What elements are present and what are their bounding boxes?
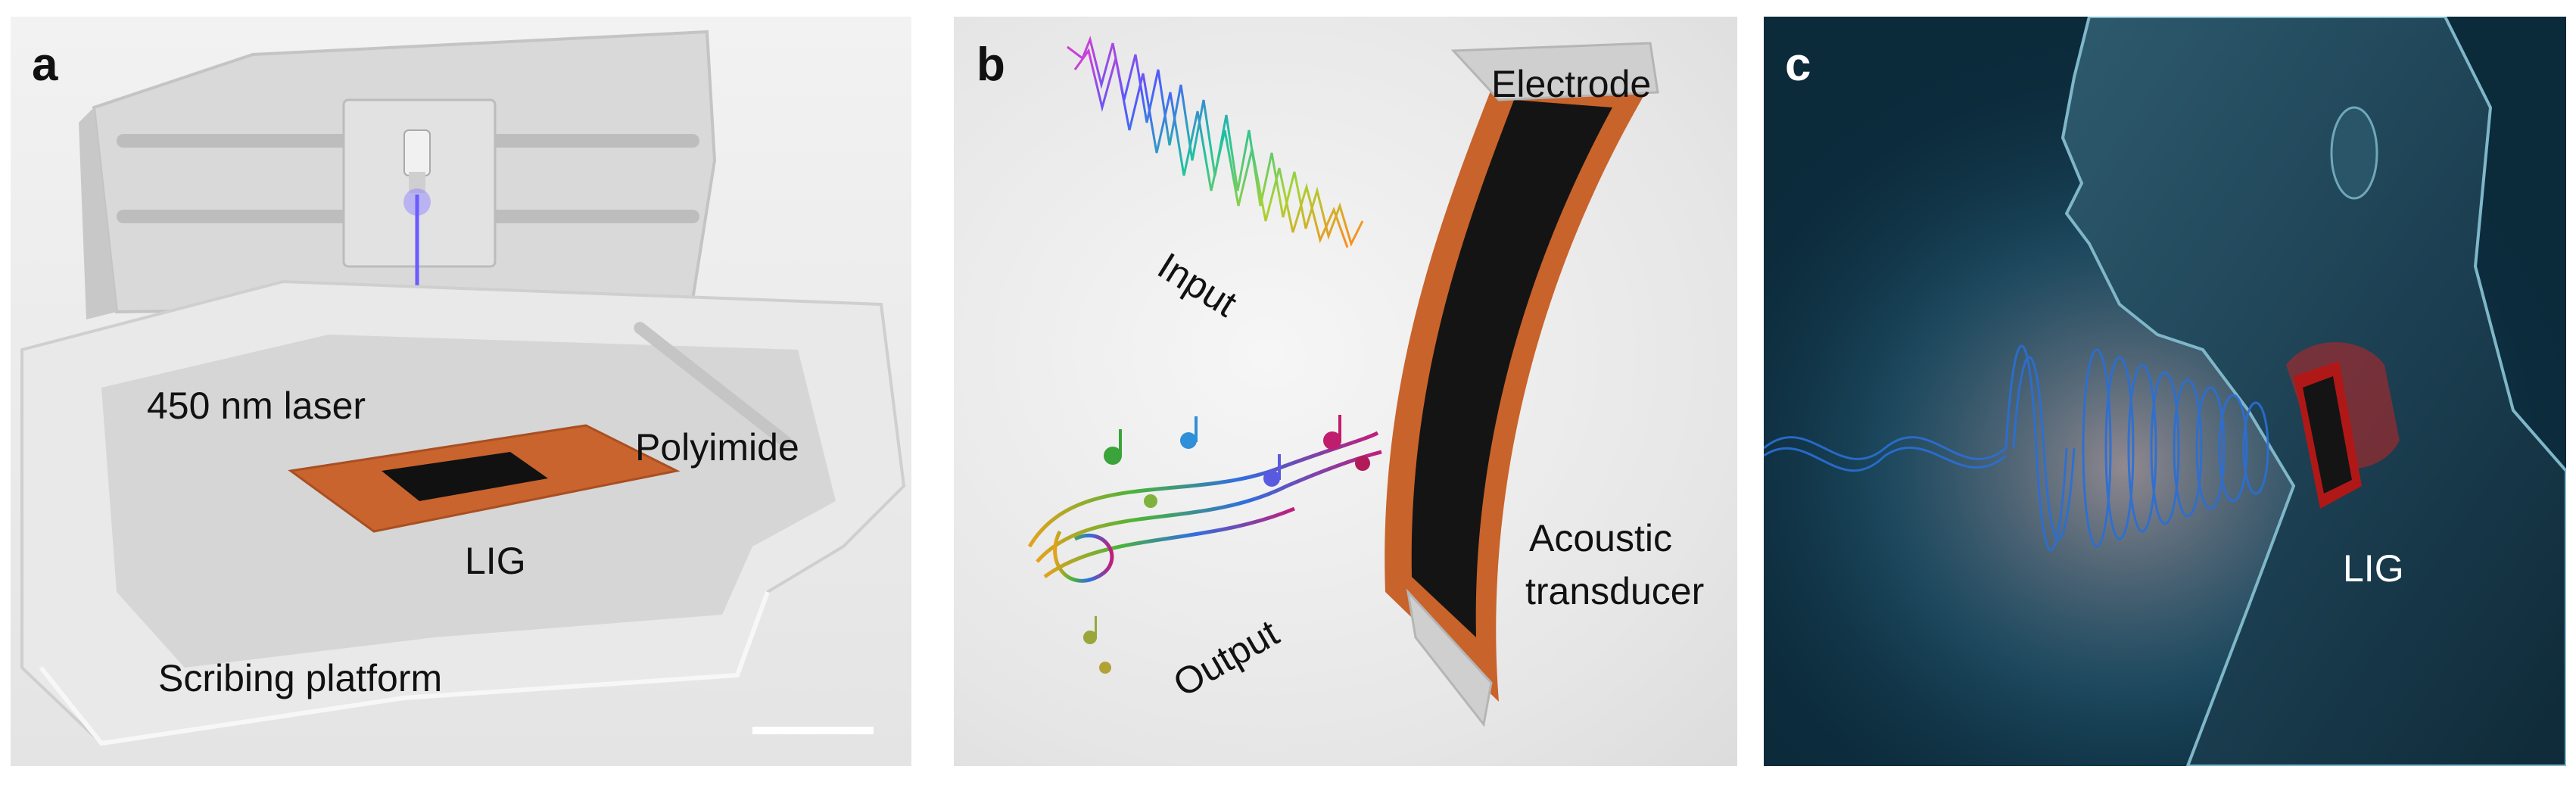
label-lig: LIG: [465, 540, 526, 582]
label-450nm-laser: 450 nm laser: [147, 385, 366, 427]
transducer-lig-layer: [1411, 100, 1612, 637]
device-lig-element: [2303, 376, 2352, 494]
panel-letter-a: a: [32, 39, 58, 91]
panel-b-acoustic-transducer: b Electrode Input Output Acoustic transd…: [954, 17, 1737, 766]
laser-scribing-illustration: [20, 30, 906, 746]
panel-c-wearable-throat-sensor: c LIG: [1764, 17, 2566, 766]
label-electrode: Electrode: [1491, 63, 1652, 105]
panel-letter-c: c: [1785, 39, 1811, 91]
label-scribing-platform: Scribing platform: [158, 657, 443, 699]
sound-wave-helix: [1764, 344, 2269, 552]
input-waveform: [1067, 36, 1364, 248]
panel-a-laser-scribing: a 450 nm laser Polyimide LIG Scribing pl…: [11, 17, 911, 766]
laser-head: [403, 129, 431, 176]
panel-letter-b: b: [977, 39, 1005, 91]
music-note-icons: [1083, 415, 1370, 674]
lig-pattern: [382, 452, 548, 501]
electrode-top: [1450, 42, 1659, 101]
label-transducer: transducer: [1525, 570, 1705, 612]
label-acoustic: Acoustic: [1529, 517, 1672, 559]
label-lig-throat: LIG: [2343, 547, 2404, 590]
ear: [2330, 106, 2378, 200]
lig-throat-device: [2286, 342, 2400, 509]
label-polyimide: Polyimide: [635, 426, 799, 469]
electrode-bottom: [1406, 588, 1493, 727]
scale-bar: [752, 727, 874, 734]
acoustic-transducer: [1385, 42, 1659, 727]
acoustic-transducer-illustration: [1027, 36, 1659, 727]
output-music-swirl: [1027, 431, 1382, 583]
wearable-throat-illustration: [1764, 17, 2566, 766]
